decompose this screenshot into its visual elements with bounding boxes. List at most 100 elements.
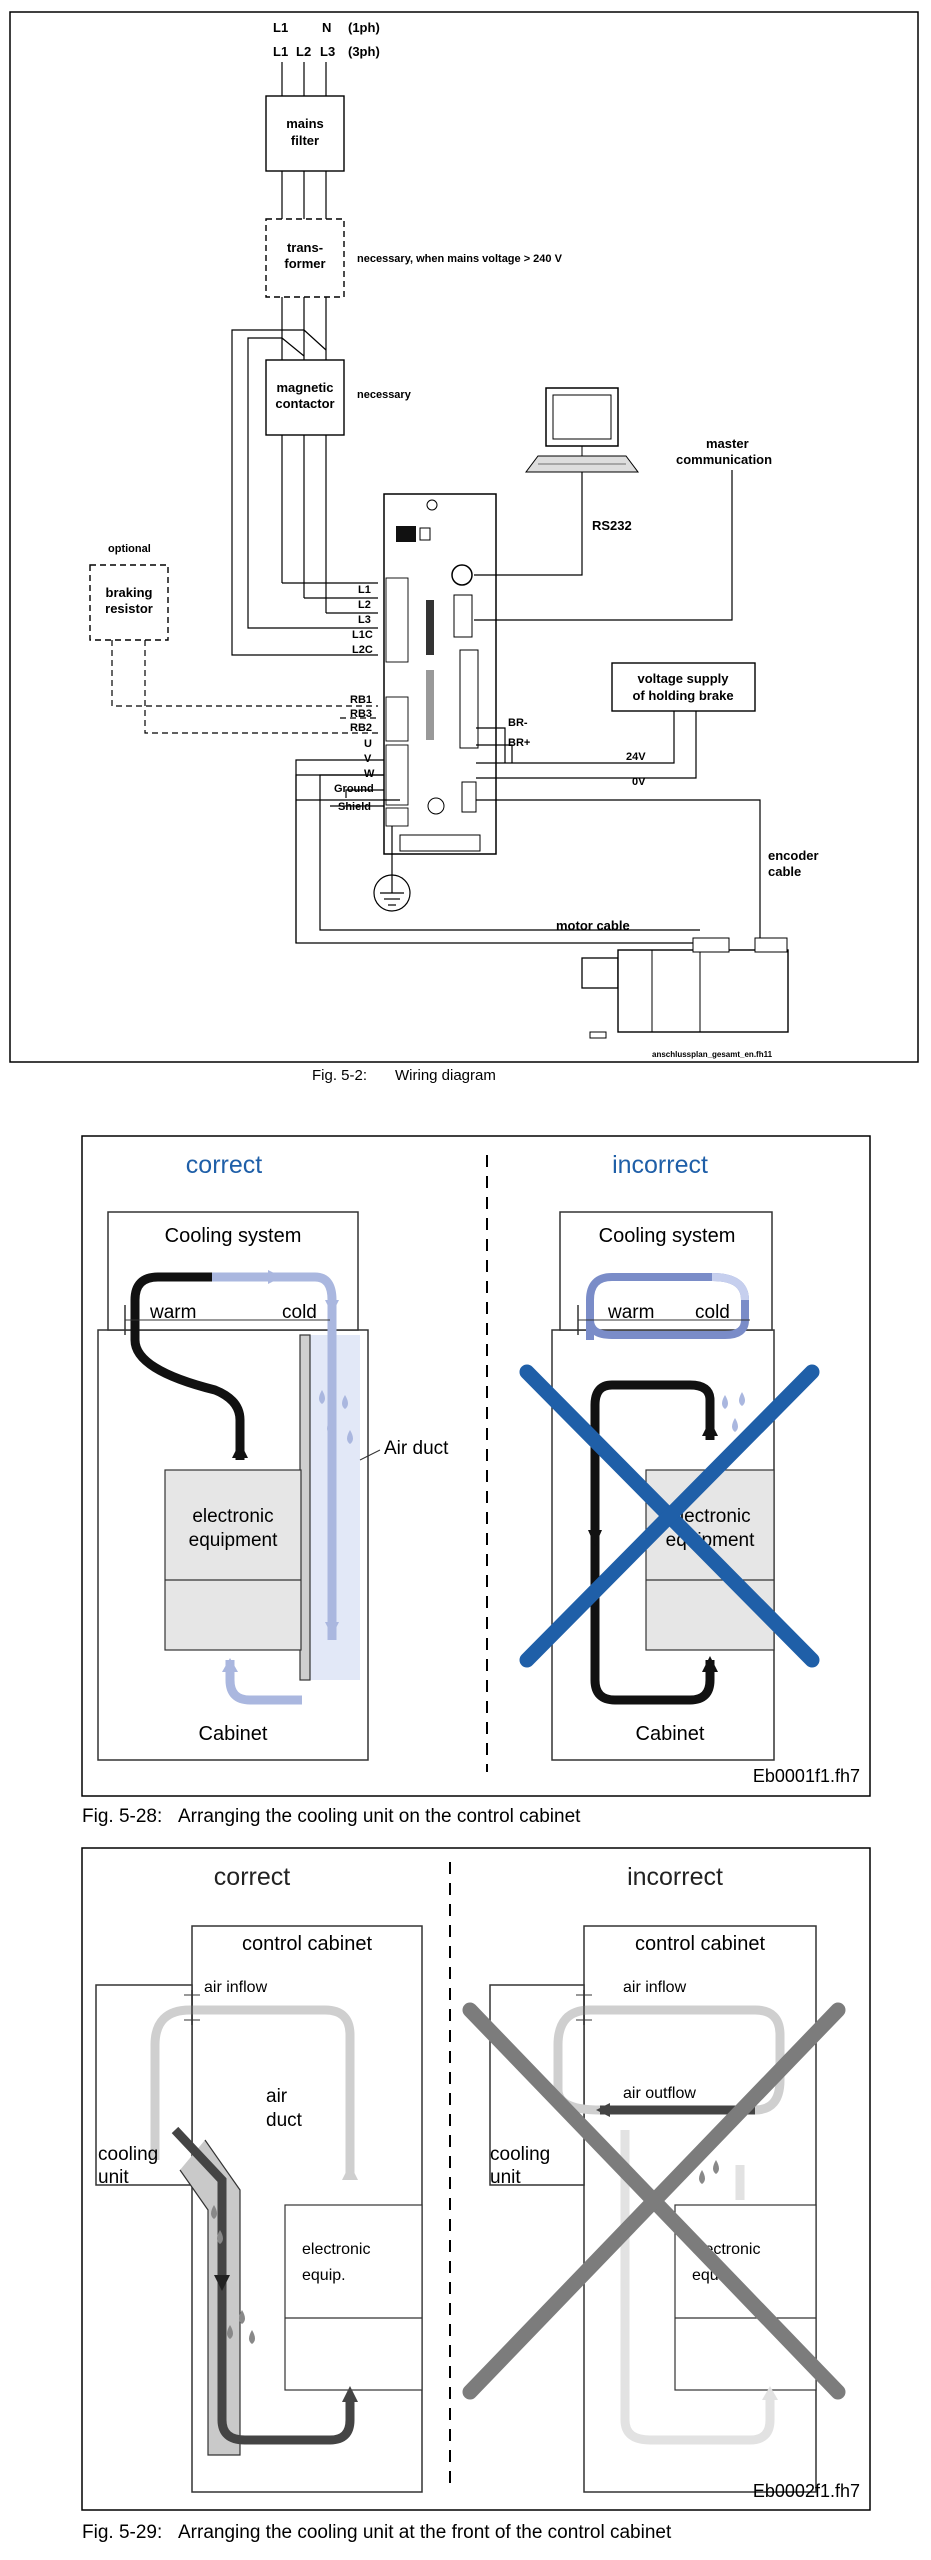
mains-filter-label-1: mains (286, 116, 324, 131)
fig52-caption: Wiring diagram (395, 1067, 496, 1084)
fig528-incorrect-panel: Cooling system warm cold electronic equi… (519, 1211, 820, 1761)
phase-l3: L3 (320, 44, 335, 59)
terminal-w: W (364, 768, 375, 780)
short-circuit-right (553, 2005, 785, 2115)
rs232-line (474, 472, 583, 576)
phase-1ph-label: (1ph) (348, 20, 380, 35)
transformer-note: necessary, when mains voltage > 240 V (357, 253, 563, 265)
equipment-right-label-1: electronic (669, 1506, 750, 1527)
control-lines (231, 329, 378, 656)
cooling-system-left (107, 1211, 359, 1331)
cooling-unit-right-label-1: cooling (490, 2144, 550, 2165)
outflow-left (171, 2126, 355, 2445)
cooling-system-left-label: Cooling system (165, 1225, 302, 1247)
equip-left (284, 2204, 423, 2391)
contactor-note: necessary (357, 389, 412, 401)
phase-n: N (322, 20, 331, 35)
transformer-box (265, 218, 345, 298)
contactor-label-1: magnetic (276, 380, 333, 395)
encoder-label-1: encoder (768, 848, 819, 863)
v0-label: 0V (632, 776, 646, 788)
cooling-system-right-label: Cooling system (599, 1225, 736, 1247)
cabinet-left-label: Cabinet (199, 1723, 268, 1745)
cooling-unit-left-label-2: unit (98, 2167, 129, 2188)
brake-lines (476, 711, 697, 779)
wiring-frame (9, 11, 919, 1063)
fig528-caption: Arranging the cooling unit on the contro… (178, 1806, 581, 1827)
wiring-diagram: L1 N (1ph) L1 L2 L3 (3ph) mains filter t… (9, 11, 919, 1084)
pc-computer (525, 387, 639, 473)
phase-l1-1ph: L1 (273, 20, 288, 35)
warm-right-label: warm (607, 1302, 654, 1323)
terminal-l2c: L2C (352, 644, 373, 656)
equipment-left-label-2: equipment (189, 1530, 278, 1551)
braking-label-1: braking (106, 585, 153, 600)
terminal-rb2: RB2 (350, 722, 372, 734)
fig528-frame (81, 1135, 871, 1797)
cooling-unit-left-label-1: cooling (98, 2144, 158, 2165)
wiring-file-label: anschlussplan_gesamt_en.fh11 (652, 1050, 773, 1059)
cold-left-label: cold (282, 1302, 317, 1323)
braking-resistor-box (89, 564, 169, 641)
air-duct-label: Air duct (384, 1438, 449, 1459)
master-label-1: master (706, 436, 749, 451)
cooling-system-right (559, 1211, 773, 1331)
fig528-number: Fig. 5-28: (82, 1806, 162, 1827)
air-duct-left-label-1: air (266, 2086, 288, 2107)
fig529-incorrect-panel: control cabinet air inflow air outflow c… (462, 1925, 846, 2493)
fig528-incorrect-heading: incorrect (612, 1151, 708, 1179)
phase-l2: L2 (296, 44, 311, 59)
br-plus-label: BR+ (508, 737, 530, 749)
master-line (474, 470, 733, 621)
contactor-label-2: contactor (275, 396, 334, 411)
fig529-incorrect-heading: incorrect (627, 1863, 723, 1891)
transformer-label-2: former (284, 256, 325, 271)
encoder-line (476, 799, 761, 952)
rs232-label: RS232 (592, 518, 632, 533)
warm-left-label: warm (149, 1302, 196, 1323)
equipment-left-label-1: electronic (192, 1506, 273, 1527)
cooling-figure-2: correct incorrect control cab (81, 1847, 871, 2543)
brake-supply-box (611, 662, 756, 712)
droplets-left-2 (211, 2205, 255, 2344)
servo-drive (383, 493, 497, 855)
fig529-correct-heading: correct (214, 1863, 290, 1891)
control-cabinet-left-label: control cabinet (242, 1933, 373, 1955)
braking-label-2: resistor (105, 601, 153, 616)
fig529-file-label: Eb0002f1.fh7 (753, 2481, 860, 2501)
cold-flow-left (212, 1272, 337, 1640)
air-duct-shape (179, 2139, 241, 2456)
air-outflow-right-label: air outflow (623, 2085, 696, 2102)
servo-motor (581, 937, 789, 1039)
mains-filter-box (265, 95, 345, 172)
equip-left-label-1: electronic (302, 2241, 370, 2258)
terminal-l1: L1 (358, 584, 371, 596)
braking-optional-label: optional (108, 543, 151, 555)
brake-supply-label-1: voltage supply (637, 671, 729, 686)
fig52-number: Fig. 5-2: (312, 1067, 367, 1084)
equipment-left (164, 1469, 302, 1651)
incorrect-cross-gray (462, 2002, 846, 2400)
terminal-v: V (364, 753, 372, 765)
fig529-number: Fig. 5-29: (82, 2522, 162, 2543)
terminal-shield: Shield (338, 801, 371, 813)
terminal-u: U (364, 738, 372, 750)
terminal-l2: L2 (358, 599, 371, 611)
terminal-labels: L1 L2 L3 L1C L2C RB1 RB3 RB2 U V W Groun… (334, 584, 375, 813)
fig528-correct-panel: Cooling system warm cold Air duct electr… (97, 1211, 449, 1761)
air-duct-left-label-2: duct (266, 2110, 303, 2131)
master-label-2: communication (676, 452, 772, 467)
cold-right-label: cold (695, 1302, 730, 1323)
incorrect-cross-blue (519, 1364, 820, 1668)
air-inflow-right-label: air inflow (623, 1979, 687, 1996)
fig528-correct-heading: correct (186, 1151, 262, 1179)
br-minus-label: BR- (508, 717, 528, 729)
terminal-l1c: L1C (352, 629, 373, 641)
contactor-box (265, 359, 345, 436)
cooling-unit-right-label-2: unit (490, 2167, 521, 2188)
cooling-figure-1: correct incorrect (81, 1135, 871, 1827)
terminal-ground: Ground (334, 783, 374, 795)
terminal-l3: L3 (358, 614, 371, 626)
fig528-file-label: Eb0001f1.fh7 (753, 1766, 860, 1786)
phase-l1-3ph: L1 (273, 44, 288, 59)
